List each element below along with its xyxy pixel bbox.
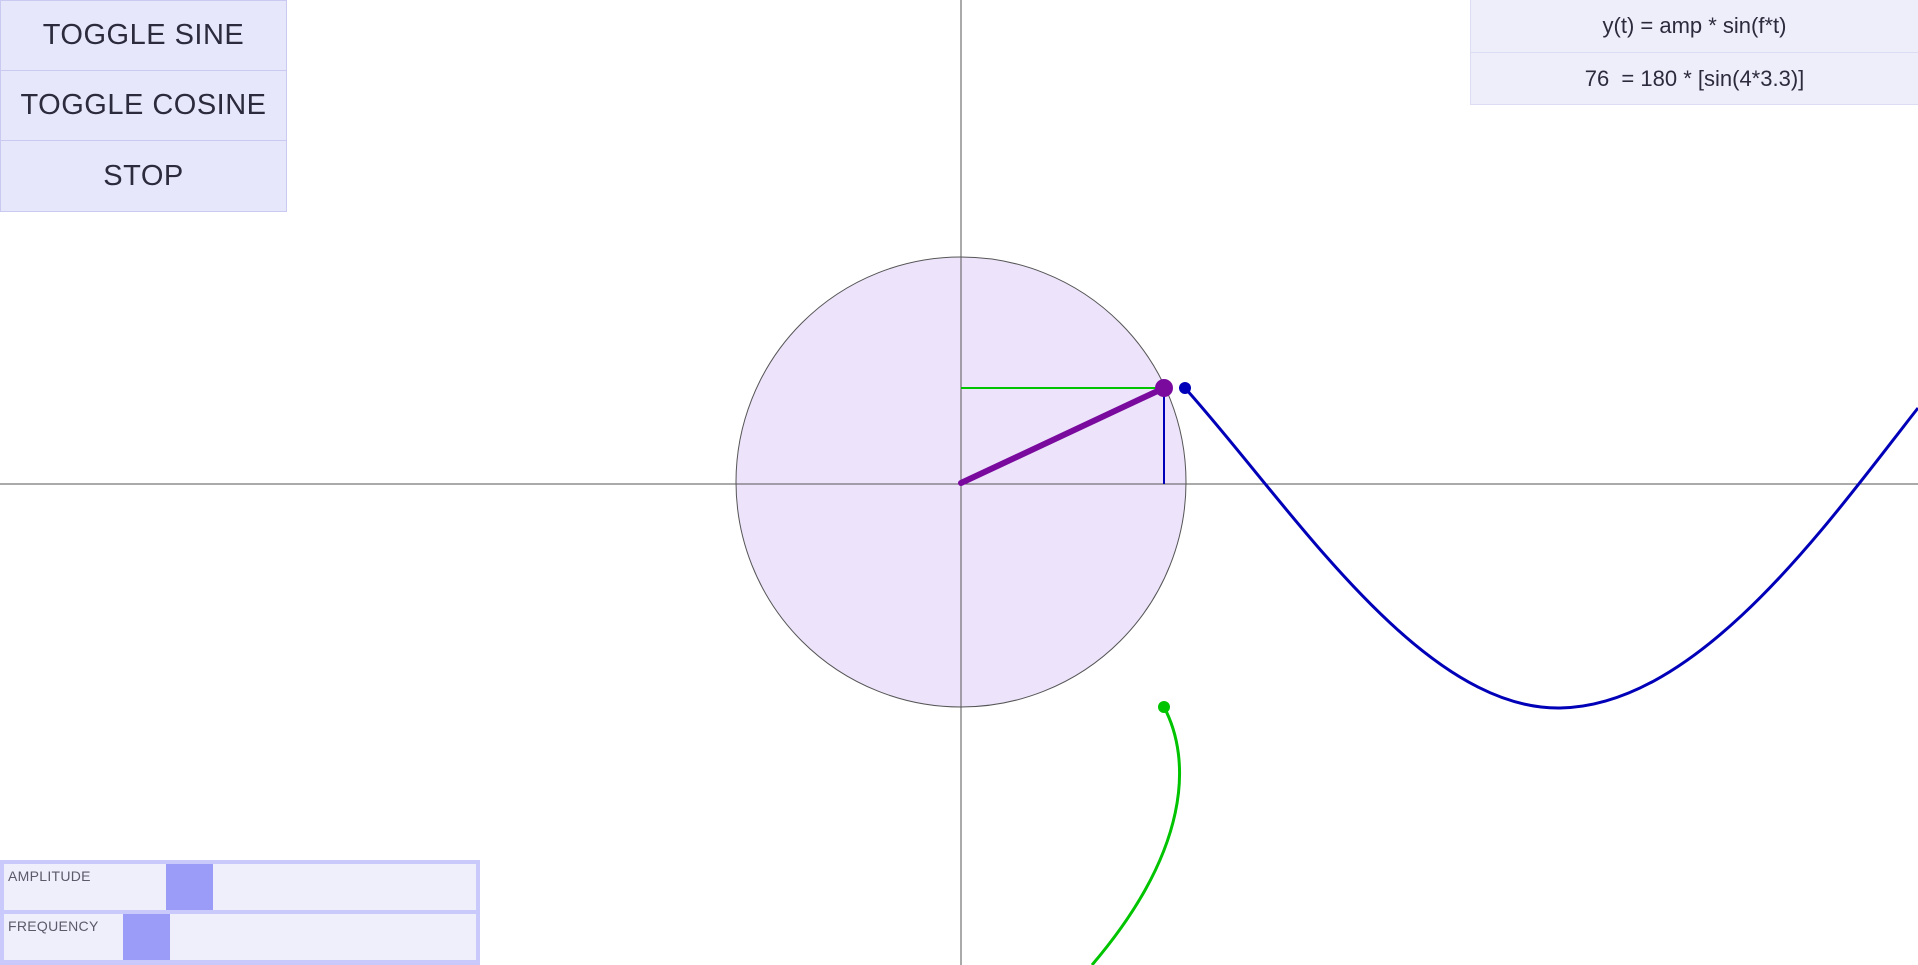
toggle-sine-button[interactable]: TOGGLE SINE xyxy=(1,1,286,71)
formula-evaluated: 76 = 180 * [sin(4*3.3)] xyxy=(1471,52,1918,104)
cosine-wave-curve xyxy=(1090,706,1182,965)
slider-panel: AMPLITUDE FREQUENCY xyxy=(0,860,480,965)
circle-point xyxy=(1155,379,1173,397)
stop-button[interactable]: STOP xyxy=(1,141,286,211)
amplitude-slider-label: AMPLITUDE xyxy=(8,868,91,884)
radius-line xyxy=(958,385,1167,486)
control-button-panel: TOGGLE SINE TOGGLE COSINE STOP xyxy=(0,0,287,212)
amplitude-slider-thumb[interactable] xyxy=(166,864,213,910)
formula-general: y(t) = amp * sin(f*t) xyxy=(1471,0,1918,52)
sine-wave-head-point xyxy=(1179,382,1191,394)
formula-panel: y(t) = amp * sin(f*t) 76 = 180 * [sin(4*… xyxy=(1470,0,1918,105)
frequency-slider-thumb[interactable] xyxy=(123,914,170,960)
sine-wave-curve xyxy=(1183,386,1918,710)
frequency-slider[interactable]: FREQUENCY xyxy=(4,914,476,960)
toggle-cosine-button[interactable]: TOGGLE COSINE xyxy=(1,71,286,141)
frequency-slider-label: FREQUENCY xyxy=(8,918,99,934)
cosine-wave-head-point xyxy=(1158,701,1170,713)
amplitude-slider[interactable]: AMPLITUDE xyxy=(4,864,476,910)
